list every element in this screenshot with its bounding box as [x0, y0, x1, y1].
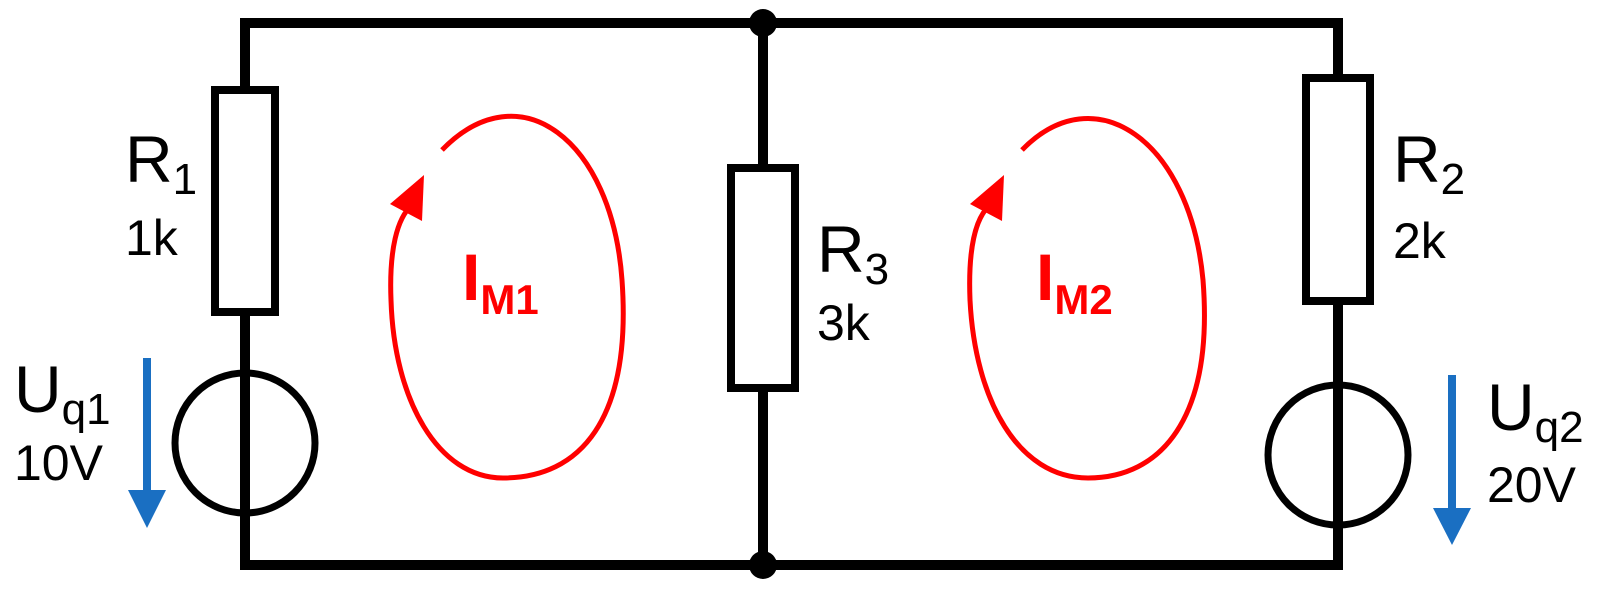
label-uq1-letter: U [14, 352, 62, 426]
mesh-loop-m2-arrowhead [970, 175, 1004, 221]
label-uq2-letter: U [1487, 370, 1535, 444]
mesh-loop-m2-arc [967, 116, 1207, 481]
label-uq2-value: 20V [1487, 457, 1577, 513]
label-mesh-m2: IM2 [1036, 240, 1113, 323]
voltage-arrow-uq1 [128, 358, 166, 528]
resistor-r3 [727, 164, 799, 392]
label-r1-value: 1k [125, 210, 179, 266]
voltage-arrow-uq1-head [128, 490, 166, 528]
voltage-arrow-uq2 [1433, 375, 1471, 545]
label-r1-sub: 1 [173, 155, 197, 204]
label-mesh-m1: IM1 [462, 240, 539, 323]
label-mesh-m1-sub: M1 [480, 276, 538, 323]
mesh-loop-m1 [388, 113, 626, 481]
label-uq1-value: 10V [14, 435, 104, 491]
mesh-loop-m1-arrowhead [390, 175, 424, 221]
label-mesh-m1-letter: I [462, 240, 480, 314]
label-r1-letter: R [125, 122, 173, 196]
voltage-arrow-uq2-head [1433, 508, 1471, 545]
label-r3-value: 3k [817, 295, 871, 351]
label-uq1: Uq1 [14, 352, 111, 434]
voltage-source-uq2 [1264, 381, 1412, 529]
resistor-r1 [211, 86, 279, 316]
mesh-loop-m2 [967, 116, 1207, 481]
top-wire-left [240, 18, 768, 94]
junction-dot-top [749, 9, 777, 37]
label-r2: R2 [1393, 122, 1465, 204]
mesh-loop-m1-arc [388, 113, 626, 481]
label-r3-letter: R [817, 212, 865, 286]
label-uq2: Uq2 [1487, 370, 1584, 452]
label-r3: R3 [817, 212, 889, 294]
label-uq1-sub: q1 [62, 385, 111, 434]
label-r1: R1 [125, 122, 197, 204]
top-wire-right [758, 18, 1343, 83]
label-uq2-sub: q2 [1535, 403, 1584, 452]
junction-dot-bottom [749, 551, 777, 579]
resistor-r2 [1302, 74, 1374, 305]
wires [240, 18, 1343, 570]
label-r2-letter: R [1393, 122, 1441, 196]
label-r2-value: 2k [1393, 213, 1447, 269]
label-r2-sub: 2 [1441, 155, 1465, 204]
label-mesh-m2-letter: I [1036, 240, 1054, 314]
label-r3-sub: 3 [865, 245, 889, 294]
bottom-wire [240, 296, 1343, 570]
label-mesh-m2-sub: M2 [1054, 276, 1112, 323]
voltage-source-uq1 [171, 369, 319, 517]
